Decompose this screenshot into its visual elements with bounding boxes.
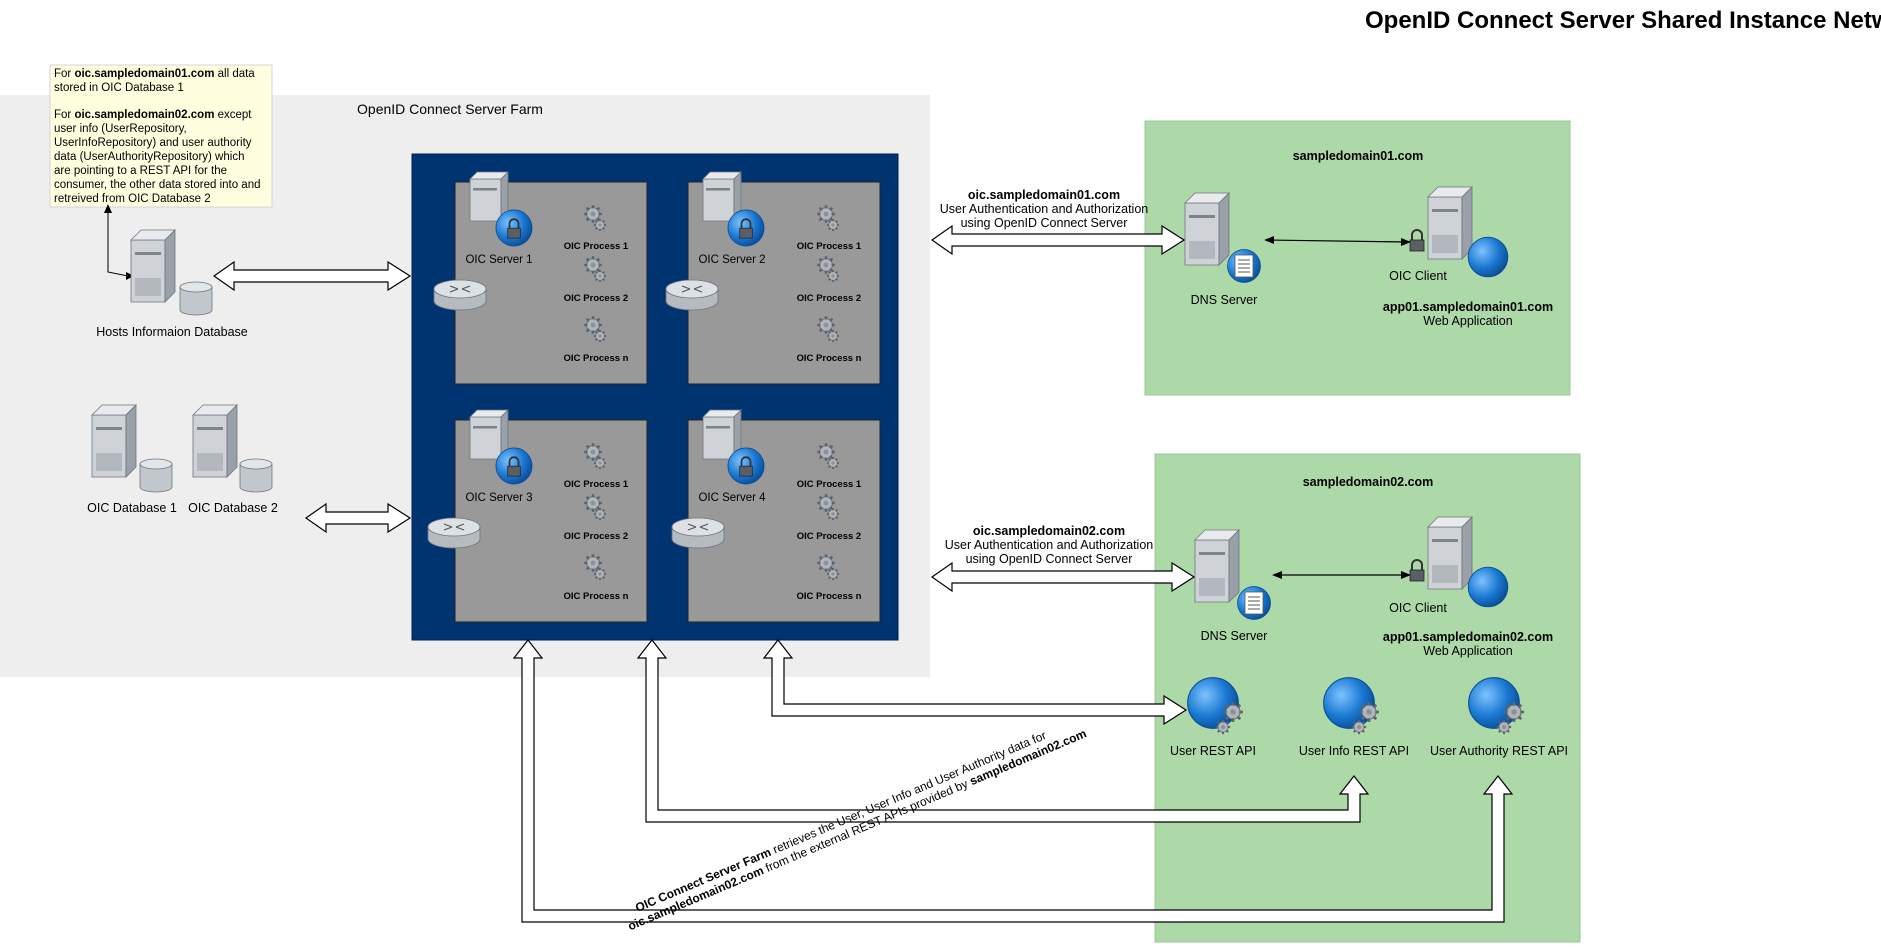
domain1-conn-method: using OpenID Connect Server [961, 216, 1128, 230]
domain2-app-type: Web Application [1423, 644, 1512, 658]
oic-server-3-process-1: OIC Process 1 [564, 479, 629, 490]
domain1-dns-server: DNS Server [1184, 192, 1261, 307]
storage-note: For oic.sampledomain01.com all data stor… [49, 64, 273, 208]
oic-server-2-process-2: OIC Process 2 [797, 293, 861, 304]
domain2-conn-host: oic.sampledomain02.com [973, 524, 1125, 538]
user-api-connector [762, 639, 1188, 726]
server-farm-label: OpenID Connect Server Farm [357, 101, 543, 117]
rest-retrieval-note: OIC Connect Server Farm retrieves the Us… [626, 726, 1089, 933]
user-info-rest-api: User Info REST API [1299, 677, 1409, 758]
domain2-name: sampledomain02.com [1303, 475, 1434, 489]
oic-server-4-process-2: OIC Process 2 [797, 531, 861, 542]
user-authority-rest-api: User Authority REST API [1430, 677, 1568, 758]
oic-server-3-process-n: OIC Process n [564, 591, 629, 602]
user-authority-api-connector [512, 639, 1514, 923]
hosts-database-label: Hosts Informaion Database [96, 325, 248, 339]
domain2-conn-method: using OpenID Connect Server [966, 552, 1133, 566]
user-authority-rest-api-label: User Authority REST API [1430, 744, 1568, 758]
domain1-dns-client-link [1266, 239, 1409, 243]
domain1-app-name: app01.sampledomain01.com [1383, 300, 1553, 314]
svg-text:oic.sampledomain02.com from th: oic.sampledomain02.com from the external… [626, 726, 1089, 933]
domain1-oic-client: OIC Client app01.sampledomain01.com Web … [1383, 186, 1553, 328]
domain1-connection: oic.sampledomain01.com User Authenticati… [930, 188, 1186, 256]
user-rest-api-label: User REST API [1170, 744, 1256, 758]
oic-server-4-label: OIC Server 4 [698, 492, 766, 504]
oic-server-2-process-n: OIC Process n [797, 353, 862, 364]
note-connector [107, 211, 129, 277]
oic-server-2-label: OIC Server 2 [698, 254, 765, 266]
hosts-db-link [212, 260, 412, 292]
user-info-rest-api-label: User Info REST API [1299, 744, 1409, 758]
oic-server-3-label: OIC Server 3 [465, 492, 532, 504]
oic-server-4-process-n: OIC Process n [797, 591, 862, 602]
hosts-database: Hosts Informaion Database [96, 229, 248, 339]
oic-database-2: OIC Database 2 [188, 404, 278, 515]
domain2-oic-client: OIC Client app01.sampledomain02.com Web … [1383, 516, 1553, 658]
oic-server-2: OIC Server 2 OIC Process 1 OIC Process 2… [665, 171, 881, 385]
oic-server-3-process-2: OIC Process 2 [564, 531, 628, 542]
domain1-name: sampledomain01.com [1293, 149, 1424, 163]
svg-text:For oic.sampledomain01.com all: For oic.sampledomain01.com all data stor… [54, 68, 264, 205]
domain1-conn-host: oic.sampledomain01.com [968, 188, 1120, 202]
oic-server-4-process-1: OIC Process 1 [797, 479, 862, 490]
oic-database-2-label: OIC Database 2 [188, 501, 278, 515]
user-info-api-connector [636, 639, 1370, 823]
domain1-conn-desc: User Authentication and Authorization [940, 202, 1149, 216]
oic-database-1: OIC Database 1 [87, 404, 177, 515]
oic-db-link [304, 502, 412, 534]
oic-server-1-process-2: OIC Process 2 [564, 293, 628, 304]
domain1-app-type: Web Application [1423, 314, 1512, 328]
domain2-dns-label: DNS Server [1201, 629, 1268, 643]
domain2-connection: oic.sampledomain02.com User Authenticati… [930, 524, 1196, 593]
oic-server-4: OIC Server 4 OIC Process 1 OIC Process 2… [671, 409, 881, 623]
domain2-dns-server: DNS Server [1194, 529, 1271, 643]
domain2-app-name: app01.sampledomain02.com [1383, 630, 1553, 644]
domain2-conn-desc: User Authentication and Authorization [945, 538, 1154, 552]
oic-server-2-process-1: OIC Process 1 [797, 241, 862, 252]
diagram-title: OpenID Connect Server Shared Instance Ne… [1365, 7, 1881, 34]
oic-server-1: OIC Server 1 OIC Process 1 OIC Process 2… [433, 171, 648, 385]
oic-server-3: OIC Server 3 OIC Process 1 OIC Process 2… [427, 409, 648, 623]
oic-server-1-label: OIC Server 1 [465, 254, 532, 266]
domain1-client-label: OIC Client [1389, 269, 1447, 283]
oic-server-1-process-n: OIC Process n [564, 353, 629, 364]
domain1-dns-label: DNS Server [1191, 293, 1258, 307]
oic-database-1-label: OIC Database 1 [87, 501, 177, 515]
domain2-client-label: OIC Client [1389, 601, 1447, 615]
user-rest-api: User REST API [1170, 677, 1256, 758]
oic-server-1-process-1: OIC Process 1 [564, 241, 629, 252]
